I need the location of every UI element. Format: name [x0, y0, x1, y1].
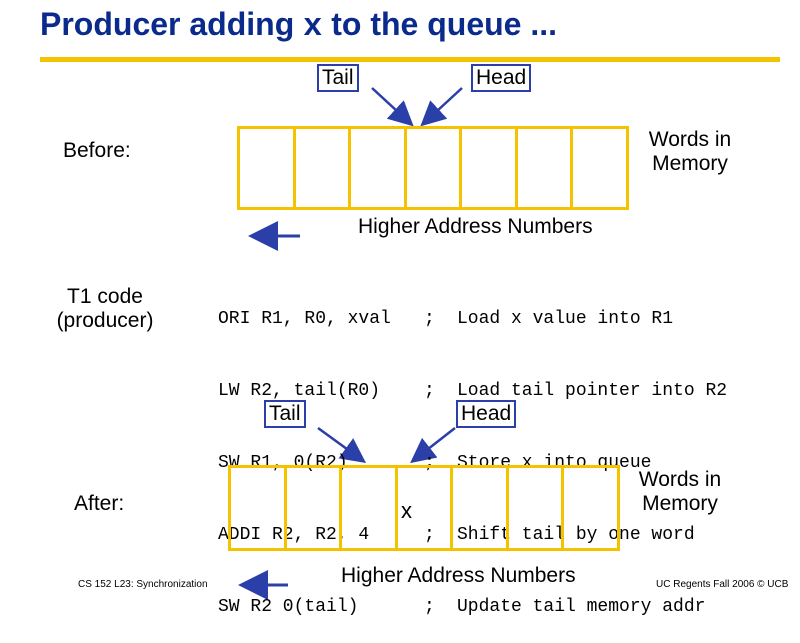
code-sep: ;	[424, 309, 435, 329]
queue-cell	[342, 468, 398, 548]
after-tail-pointer: Tail	[264, 400, 306, 428]
code-comment: Store x into queue	[457, 453, 652, 473]
after-tail-arrow	[317, 426, 367, 463]
before-queue	[237, 126, 629, 210]
queue-cell	[351, 129, 407, 207]
after-tail-label: Tail	[269, 402, 301, 425]
before-label: Before:	[63, 139, 131, 162]
footer-copyright: UC Regents Fall 2006 © UCB	[656, 579, 789, 590]
code-sep: ;	[424, 453, 435, 473]
before-tail-pointer: Tail	[317, 64, 359, 92]
queue-cell	[407, 129, 463, 207]
before-memory-label: Words in Memory	[630, 128, 750, 176]
code-label-line2: (producer)	[56, 309, 154, 332]
code-instr: SW R1, 0(R2)	[218, 453, 348, 473]
before-address-label: Higher Address Numbers	[358, 215, 593, 238]
before-memory-line2: Memory	[652, 152, 728, 175]
footer-course: CS 152 L23: Synchronization	[78, 579, 208, 590]
after-cell-value: x	[401, 498, 412, 523]
title-underline	[40, 57, 780, 62]
title-prefix: Producer adding	[40, 6, 304, 42]
after-queue	[228, 465, 620, 551]
queue-cell	[240, 129, 296, 207]
title-var: x	[303, 8, 323, 45]
queue-cell	[287, 468, 343, 548]
after-head-label: Head	[461, 402, 512, 425]
after-label: After:	[74, 492, 125, 515]
before-memory-line1: Words in	[648, 128, 732, 151]
after-head-pointer: Head	[456, 400, 517, 428]
before-tail-label: Tail	[322, 66, 354, 89]
before-head-label: Head	[476, 66, 527, 89]
code-instr: LW R2, tail(R0)	[218, 381, 381, 401]
queue-cell	[231, 468, 287, 548]
queue-cell	[398, 468, 454, 548]
queue-cell	[518, 129, 574, 207]
code-sep: ;	[424, 381, 435, 401]
code-label: T1 code (producer)	[40, 285, 170, 333]
queue-cell	[573, 129, 626, 207]
before-tail-arrow	[371, 87, 414, 127]
queue-cell	[509, 468, 565, 548]
code-sep: ;	[424, 597, 435, 617]
code-comment: Load tail pointer into R2	[457, 381, 728, 401]
slide-title: Producer adding x to the queue ...	[40, 4, 557, 47]
arrows-layer	[238, 87, 463, 600]
after-memory-line2: Memory	[642, 492, 718, 515]
code-label-line1: T1 code	[67, 285, 143, 308]
queue-cell	[564, 468, 617, 548]
after-address-label: Higher Address Numbers	[341, 564, 576, 587]
code-instr: SW R2 0(tail)	[218, 597, 359, 617]
queue-cell	[453, 468, 509, 548]
after-memory-label: Words in Memory	[620, 468, 740, 516]
code-comment: Load x value into R1	[457, 309, 674, 329]
code-comment: Shift tail by one word	[457, 525, 695, 545]
before-head-arrow	[420, 87, 463, 127]
queue-cell	[296, 129, 352, 207]
code-comment: Update tail memory addr	[457, 597, 706, 617]
title-suffix: to the queue ...	[322, 6, 558, 42]
queue-cell	[462, 129, 518, 207]
before-head-pointer: Head	[471, 64, 532, 92]
code-sep: ;	[424, 525, 435, 545]
after-memory-line1: Words in	[638, 468, 722, 491]
after-head-arrow	[410, 427, 456, 464]
code-instr: ORI R1, R0, xval	[218, 309, 391, 329]
